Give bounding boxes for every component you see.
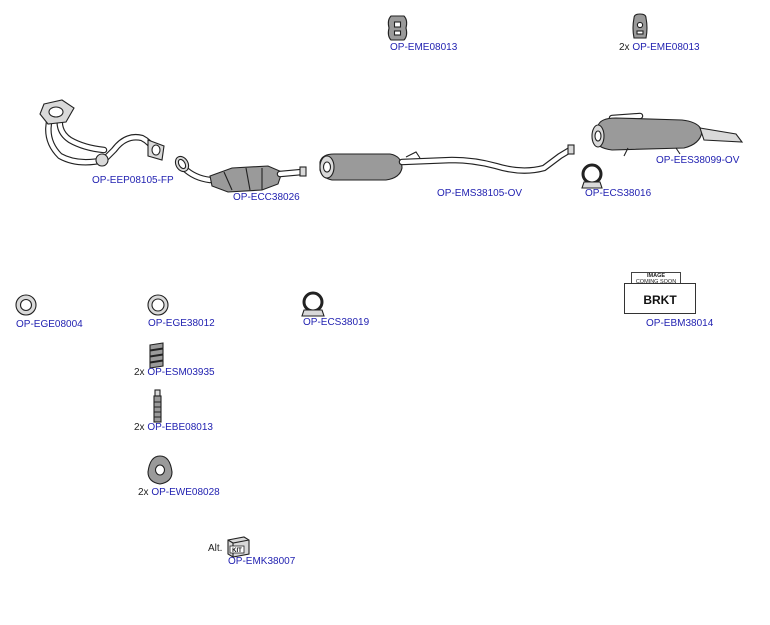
front-pipe-icon[interactable]: [39, 99, 165, 167]
part-label-gasket-top-2: 2x OP-EME08013: [619, 42, 700, 54]
part-label-rubber: 2x OP-EWE08028: [138, 487, 220, 499]
part-code-link[interactable]: OP-EGE38012: [148, 318, 215, 329]
part-label-gasket-2: OP-EGE38012: [148, 318, 215, 330]
kit-badge-text: KIT: [232, 548, 242, 554]
part-label-clamp-2: OP-ECS38019: [303, 317, 369, 329]
part-code-link[interactable]: OP-EMK38007: [228, 556, 296, 567]
image-note-line2: COMING SOON: [635, 279, 677, 285]
rubber-hanger-icon[interactable]: [387, 15, 408, 41]
part-code-link[interactable]: OP-EBM38014: [646, 318, 714, 329]
part-code-link[interactable]: OP-EWE08028: [151, 487, 220, 498]
part-quantity: Alt.: [208, 543, 223, 554]
part-code-link[interactable]: OP-ECC38026: [233, 192, 300, 203]
part-code-link[interactable]: OP-EME08013: [390, 42, 458, 53]
part-label-kit-prefix: Alt.: [208, 543, 222, 555]
spring-icon[interactable]: [149, 342, 164, 369]
part-code-link[interactable]: OP-EEP08105-FP: [92, 175, 174, 186]
part-label-front-pipe: OP-EEP08105-FP: [92, 175, 174, 187]
bolt-icon[interactable]: [153, 389, 162, 423]
part-code-link[interactable]: OP-ESM03935: [147, 367, 215, 378]
part-label-spring: 2x OP-ESM03935: [134, 367, 215, 379]
clamp-icon[interactable]: [301, 291, 325, 317]
part-label-rear-silencer: OP-EES38099-OV: [656, 155, 739, 167]
part-code-link[interactable]: OP-EBE08013: [147, 422, 213, 433]
part-label-kit: OP-EMK38007: [228, 556, 295, 568]
part-code-link[interactable]: OP-EMS38105-OV: [437, 188, 523, 199]
part-label-bolt: 2x OP-EBE08013: [134, 422, 213, 434]
bracket-placeholder-box[interactable]: BRKT: [624, 283, 696, 314]
catalytic-converter-icon[interactable]: [173, 154, 307, 193]
gasket-ring-icon[interactable]: [15, 294, 37, 316]
part-quantity: 2x: [138, 487, 149, 498]
part-quantity: 2x: [134, 422, 145, 433]
part-label-gasket-1: OP-EGE08004: [16, 319, 83, 331]
image-note-line1: IMAGE: [646, 273, 666, 279]
part-code-link[interactable]: OP-ECS38019: [303, 317, 370, 328]
part-label-bracket: OP-EBM38014: [646, 318, 713, 330]
part-code-link[interactable]: OP-EME08013: [632, 42, 700, 53]
part-code-link[interactable]: OP-EGE08004: [16, 319, 83, 330]
kit-box-icon[interactable]: KIT: [227, 536, 250, 558]
rear-silencer-icon[interactable]: [591, 112, 744, 157]
gasket-ring-icon[interactable]: [147, 294, 169, 316]
part-quantity: 2x: [619, 42, 630, 53]
rubber-hanger-icon[interactable]: [632, 13, 648, 39]
part-code-link[interactable]: OP-ECS38016: [585, 188, 652, 199]
bracket-box-text: BRKT: [643, 293, 677, 307]
part-quantity: 2x: [134, 367, 145, 378]
part-code-link[interactable]: OP-EES38099-OV: [656, 155, 740, 166]
part-label-gasket-top-1: OP-EME08013: [390, 42, 457, 54]
part-label-catalytic: OP-ECC38026: [233, 192, 300, 204]
rubber-mount-icon[interactable]: [147, 455, 173, 485]
clamp-icon[interactable]: [581, 163, 603, 189]
part-label-middle-silencer: OP-EMS38105-OV: [437, 188, 522, 200]
middle-silencer-icon[interactable]: [319, 144, 575, 181]
part-label-clamp-rear: OP-ECS38016: [585, 188, 651, 200]
